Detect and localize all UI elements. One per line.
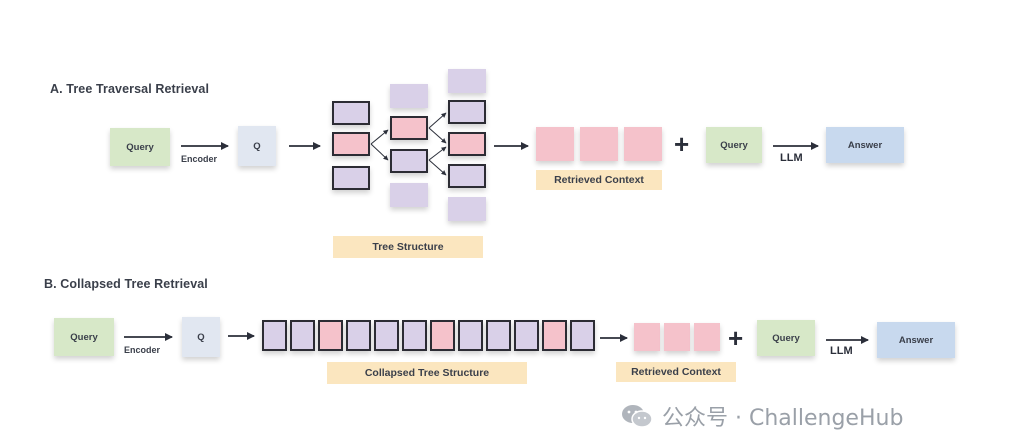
encoder-label-b: Encoder bbox=[124, 345, 161, 355]
section-a-title: A. Tree Traversal Retrieval bbox=[50, 82, 210, 96]
tree-node bbox=[390, 149, 428, 173]
tree-edge bbox=[428, 127, 447, 144]
collapsed-node bbox=[514, 320, 539, 351]
retrieved-chunk bbox=[624, 127, 662, 161]
retrieved-context-label-b: Retrieved Context bbox=[616, 362, 736, 382]
query-box-a2: Query bbox=[706, 127, 762, 163]
query-box-a: Query bbox=[110, 128, 170, 166]
tree-node bbox=[332, 101, 370, 125]
retrieved-chunk bbox=[664, 323, 690, 351]
section-b-title: B. Collapsed Tree Retrieval bbox=[44, 277, 208, 291]
tree-node bbox=[390, 84, 428, 108]
tree-structure-label: Tree Structure bbox=[333, 236, 483, 258]
query-box-b2: Query bbox=[757, 320, 815, 356]
query-box-b: Query bbox=[54, 318, 114, 356]
llm-label-a: LLM bbox=[780, 152, 803, 164]
q-box-a: Q bbox=[238, 126, 276, 166]
retrieved-chunk bbox=[694, 323, 720, 351]
collapsed-node bbox=[290, 320, 315, 351]
collapsed-node-selected bbox=[430, 320, 455, 351]
tree-edge bbox=[370, 129, 389, 145]
llm-label-b: LLM bbox=[830, 345, 853, 357]
tree-node bbox=[448, 100, 486, 124]
tree-edge bbox=[428, 112, 447, 129]
tree-edge bbox=[428, 159, 447, 176]
answer-box-a: Answer bbox=[826, 127, 904, 163]
collapsed-node-selected bbox=[542, 320, 567, 351]
collapsed-node bbox=[570, 320, 595, 351]
tree-edge bbox=[370, 143, 389, 161]
tree-node bbox=[332, 166, 370, 190]
tree-edge bbox=[428, 146, 447, 161]
tree-node-selected bbox=[448, 132, 486, 156]
watermark-text: 公众号 · ChallengeHub bbox=[662, 406, 904, 431]
plus-icon: + bbox=[728, 323, 744, 353]
tree-node-selected bbox=[332, 132, 370, 156]
retrieved-context-label-a: Retrieved Context bbox=[536, 170, 662, 190]
encoder-label-a: Encoder bbox=[181, 154, 218, 164]
tree-node bbox=[448, 197, 486, 221]
plus-icon: + bbox=[674, 129, 690, 159]
tree-node bbox=[390, 183, 428, 207]
tree-node bbox=[448, 164, 486, 188]
answer-box-b: Answer bbox=[877, 322, 955, 358]
collapsed-node bbox=[486, 320, 511, 351]
collapsed-node bbox=[458, 320, 483, 351]
wechat-icon bbox=[622, 405, 653, 428]
watermark: 公众号 · ChallengeHub bbox=[620, 400, 903, 432]
retrieved-chunk bbox=[580, 127, 618, 161]
retrieved-chunk bbox=[634, 323, 660, 351]
retrieved-chunk bbox=[536, 127, 574, 161]
tree-node-selected bbox=[390, 116, 428, 140]
collapsed-node bbox=[402, 320, 427, 351]
collapsed-node-selected bbox=[318, 320, 343, 351]
collapsed-node bbox=[262, 320, 287, 351]
tree-node bbox=[448, 69, 486, 93]
collapsed-tree-label: Collapsed Tree Structure bbox=[327, 362, 527, 384]
collapsed-node bbox=[374, 320, 399, 351]
q-box-b: Q bbox=[182, 317, 220, 357]
collapsed-node bbox=[346, 320, 371, 351]
